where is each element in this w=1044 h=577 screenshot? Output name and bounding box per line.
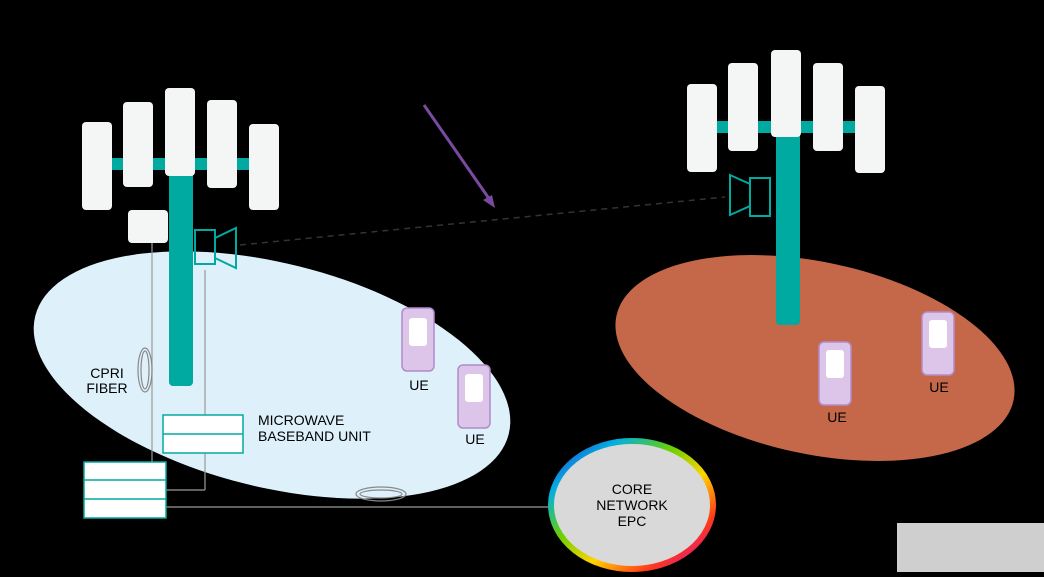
core-network-node <box>548 438 716 572</box>
core-network-label: EPC <box>618 513 647 529</box>
left-antenna-panel <box>123 102 153 187</box>
cpri-fiber-label: FIBER <box>86 380 127 396</box>
core-network-label: CORE <box>612 481 652 497</box>
left-microwave-dish-icon <box>194 226 237 270</box>
core-network-label: NETWORK <box>596 497 668 513</box>
left-cell-tower <box>82 88 279 386</box>
left-antenna-panel <box>207 100 237 188</box>
right-antenna-panel <box>771 50 801 137</box>
fiber-coil-icon <box>355 486 407 502</box>
ue-label: UE <box>929 379 948 395</box>
microwave-label: MICROWAVE <box>258 412 344 428</box>
cpri-fiber-label: CPRI <box>90 365 123 381</box>
right-microwave-dish-icon <box>729 173 771 217</box>
ue-label: UE <box>409 377 428 393</box>
right-antenna-panel <box>687 84 717 172</box>
left-antenna-panel <box>249 124 279 210</box>
right-tower-mast <box>776 125 800 325</box>
remote-radio-head <box>128 210 168 243</box>
left-antenna-panel <box>82 122 112 210</box>
ue-label: UE <box>465 431 484 447</box>
right-antenna-panel <box>728 63 758 151</box>
right-cell-tower <box>687 50 885 325</box>
left-coverage-area <box>33 251 511 499</box>
fiber-label: FIBER <box>360 514 401 530</box>
right-antenna-panel <box>855 86 885 173</box>
baseband-unit-stack <box>83 461 167 519</box>
microwave-link-line <box>239 196 726 246</box>
ue-device-icon <box>401 307 435 372</box>
ue-device-icon <box>818 341 852 406</box>
cpri-fiber-coil-icon <box>137 347 153 393</box>
pointer-arrow <box>422 104 495 208</box>
left-tower-mast <box>169 168 193 386</box>
ue-label: UE <box>827 409 846 425</box>
right-antenna-panel <box>813 63 843 151</box>
microwave-baseband-unit <box>162 414 244 454</box>
left-antenna-panel <box>165 88 195 176</box>
corner-box <box>897 523 1044 572</box>
ue-device-icon <box>457 364 491 429</box>
right-coverage-area <box>615 255 1015 461</box>
baseband-unit-label: BASEBAND UNIT <box>258 428 371 444</box>
ue-device-icon <box>921 311 955 376</box>
